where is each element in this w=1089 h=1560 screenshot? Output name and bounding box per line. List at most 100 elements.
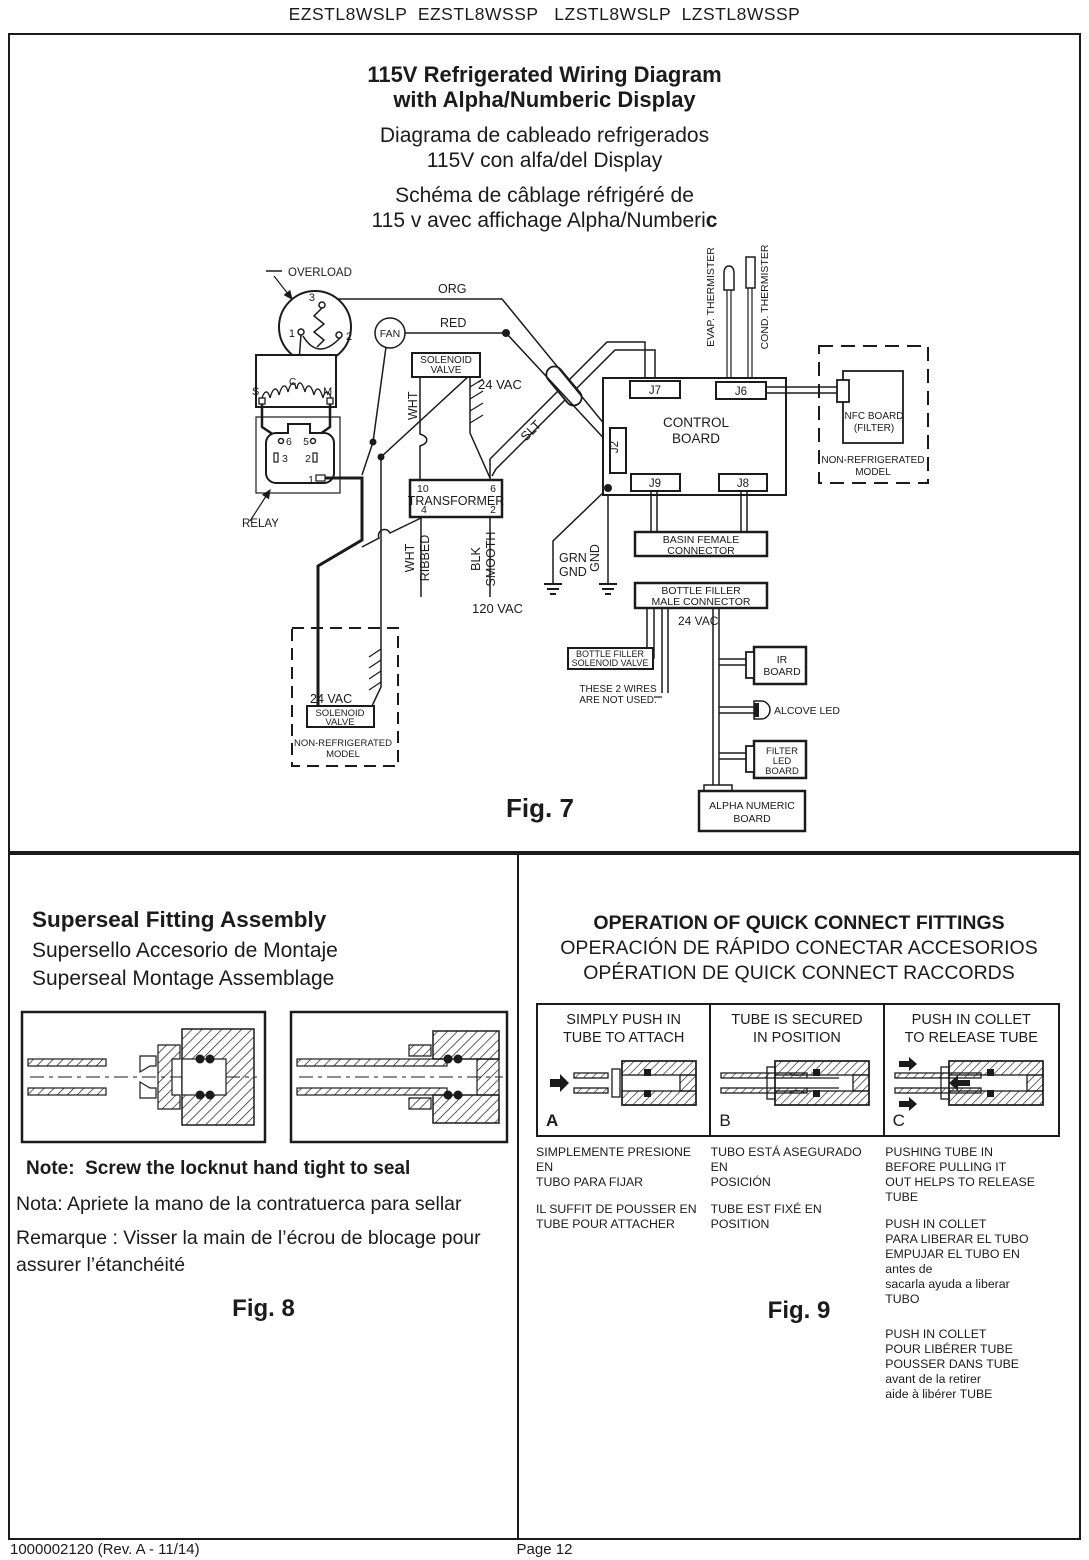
j6-label: J6 <box>735 386 747 398</box>
overload-heater-zigzag <box>312 307 326 348</box>
title-es-1: Diagrama de cableado refrigerados <box>379 124 710 147</box>
quick-connect-captions: SIMPLEMENTE PRESIONE EN TUBO PARA FIJAR … <box>536 1145 1060 1414</box>
superseal-title-fr: Superseal Montage Assemblage <box>32 967 335 990</box>
relay-terminal-2 <box>312 452 318 463</box>
j8-label: J8 <box>737 478 749 490</box>
overload-terminal3-label: 3 <box>309 292 315 304</box>
qc-caption-a2: IL SUFFIT DE POUSSER EN TUBE POUR ATTACH… <box>536 1202 697 1231</box>
relay-label: RELAY <box>242 518 279 530</box>
wire-coil-main <box>469 377 491 479</box>
overload-label: OVERLOAD <box>288 267 352 279</box>
bottle-filler-male-connector-box <box>633 581 769 610</box>
gnd-label: GND <box>588 544 602 572</box>
transformer-terminal2: 2 <box>490 504 496 516</box>
basin-connector-label-2: CONNECTOR <box>667 545 735 557</box>
junction-dot <box>369 438 377 446</box>
relay-outer-box <box>255 416 341 494</box>
push-arrow-icon <box>549 1074 569 1092</box>
qc-title-en: OPERATION OF QUICK CONNECT FITTINGS <box>593 912 1005 934</box>
transformer-terminal4: 4 <box>421 504 427 516</box>
j7-label: J7 <box>649 385 661 397</box>
red-wire-label: RED <box>440 316 466 330</box>
wht-ribbed-label-1: WHT <box>403 543 417 572</box>
bottom-sections: Superseal Fitting Assembly Supersello Ac… <box>8 853 1081 1540</box>
qc-diagram-c <box>894 1057 1045 1111</box>
qc-captions-b: TUBO ESTÁ ASEGURADO EN POSICIÓN TUBE EST… <box>711 1145 886 1414</box>
coil-main-ticks <box>469 378 484 424</box>
org-wire-label: ORG <box>438 282 466 296</box>
bottle-male-label-1: BOTTLE FILLER <box>661 585 741 597</box>
superseal-drawing-apart <box>20 1010 267 1144</box>
relay-terminal1-label: 1 <box>308 474 314 486</box>
overload-terminal2-label: 2 <box>346 331 352 343</box>
relay-terminal-3 <box>273 452 279 463</box>
nonrefrig-label-1: NON-REFRIGERATED <box>821 455 924 466</box>
solenoid-valve-label-1: SOLENOID <box>420 355 472 366</box>
qc-captions-c: PUSHING TUBE IN BEFORE PULLING IT OUT HE… <box>885 1145 1060 1414</box>
title-en-2: with Alpha/Numberic Display <box>393 87 696 112</box>
qc-title-es: OPERACIÓN DE RÁPIDO CONECTAR ACCESORIOS <box>560 937 1038 959</box>
nonrefrig2-label-1: NON-REFRIGERATED <box>294 738 392 749</box>
superseal-note: Note: Screw the locknut hand tight to se… <box>26 1158 411 1179</box>
grn-gnd-label-1: GRN <box>559 551 587 565</box>
nfc-board-label-2: (FILTER) <box>854 423 894 434</box>
control-board-label-2: BOARD <box>672 431 720 446</box>
coil2-ticks <box>368 648 382 691</box>
nonrefrig-label-2: MODEL <box>855 467 891 478</box>
transformer-label: TRANSFORMER <box>408 494 505 508</box>
wire-bottle-solenoid <box>646 608 653 652</box>
relay-terminal3-label: 3 <box>282 453 288 465</box>
qc-diagram-a <box>549 1060 697 1106</box>
ir-board-box <box>752 645 808 686</box>
qc-cell-b: TUBE IS SECURED IN POSITION <box>711 1005 885 1135</box>
bottle-filler-solenoid-valve-box <box>567 647 654 670</box>
solenoid2-label-2: VALVE <box>325 717 354 728</box>
push-collet-arrow-icon <box>899 1097 918 1111</box>
qc-diagram-b <box>720 1060 870 1106</box>
wiring-diagram-figure: OVERLOAD 3 1 2 ORG RED FAN S C M 6 5 3 2… <box>242 244 929 833</box>
filter-led-label-1: FILTER <box>766 746 798 757</box>
wire-grn-gnd <box>552 487 609 584</box>
nfc-board-label-1: NFC BOARD <box>845 411 904 422</box>
qc-cell-a: SIMPLY PUSH IN TUBE TO ATTACH <box>538 1005 712 1135</box>
quick-connect-table: SIMPLY PUSH IN TUBE TO ATTACH <box>536 1003 1060 1137</box>
overload-terminal-1 <box>297 328 305 336</box>
title-fr-2: 115 v avec affichage Alpha/Numberic <box>371 209 718 232</box>
cond-thermister-label: COND. THERMISTER <box>759 244 771 349</box>
superseal-title: Superseal Fitting Assembly <box>32 907 327 932</box>
ir-board-label-2: BOARD <box>763 666 801 678</box>
relay-terminal-6 <box>277 437 285 445</box>
relay-terminal6-label: 6 <box>286 436 292 448</box>
qc-header-a: SIMPLY PUSH IN TUBE TO ATTACH <box>562 1012 685 1046</box>
quick-connect-titles: OPERATION OF QUICK CONNECT FITTINGS OPER… <box>519 911 1079 986</box>
overload-terminal-3 <box>318 301 326 309</box>
solenoid2-label-1: SOLENOID <box>315 708 364 719</box>
qc-caption-c2: PUSH IN COLLET PARA LIBERAR EL TUBO EMPU… <box>885 1217 1029 1306</box>
superseal-note-fr: Remarque : Visser la main de l’écrou de … <box>16 1227 481 1276</box>
superseal-title-es: Supersello Accesorio de Montaje <box>32 939 338 962</box>
solenoid-valve-box-2 <box>306 705 375 728</box>
ir-board-connector-tab <box>745 651 755 679</box>
cond-thermistor-probe <box>745 256 756 289</box>
push-collet-arrow-icon <box>899 1057 918 1071</box>
nfc-board-box <box>842 370 904 444</box>
connector-j6 <box>715 381 767 400</box>
wht-ribbed-label-2: RIBBED <box>418 535 432 582</box>
overload-terminal1-label: 1 <box>289 328 295 340</box>
alpha-board-label-1: ALPHA NUMERIC <box>709 800 795 812</box>
filter-led-connector-tab <box>745 745 755 773</box>
bottle-male-label-2: MALE CONNECTOR <box>652 596 751 608</box>
fan-symbol <box>374 317 406 349</box>
title-es-2: 115V con alfa/del Display <box>426 149 663 172</box>
qc-caption-c3: PUSH IN COLLET POUR LIBÉRER TUBE POUSSER… <box>885 1327 1019 1401</box>
qc-cell-c: PUSH IN COLLET TO RELEASE TUBE <box>885 1005 1058 1135</box>
junction-dot <box>604 484 612 492</box>
qc-header-c: PUSH IN COLLET TO RELEASE TUBE <box>904 1012 1038 1046</box>
filter-led-label-2: LED <box>773 756 792 767</box>
compressor-motor-box <box>255 354 337 408</box>
connector-j9 <box>630 473 681 492</box>
qc-header-b: TUBE IS SECURED IN POSITION <box>731 1012 863 1046</box>
wire-fan-join <box>361 441 374 476</box>
fan-label: FAN <box>380 328 400 340</box>
superseal-section: Superseal Fitting Assembly Supersello Ac… <box>10 855 519 1538</box>
